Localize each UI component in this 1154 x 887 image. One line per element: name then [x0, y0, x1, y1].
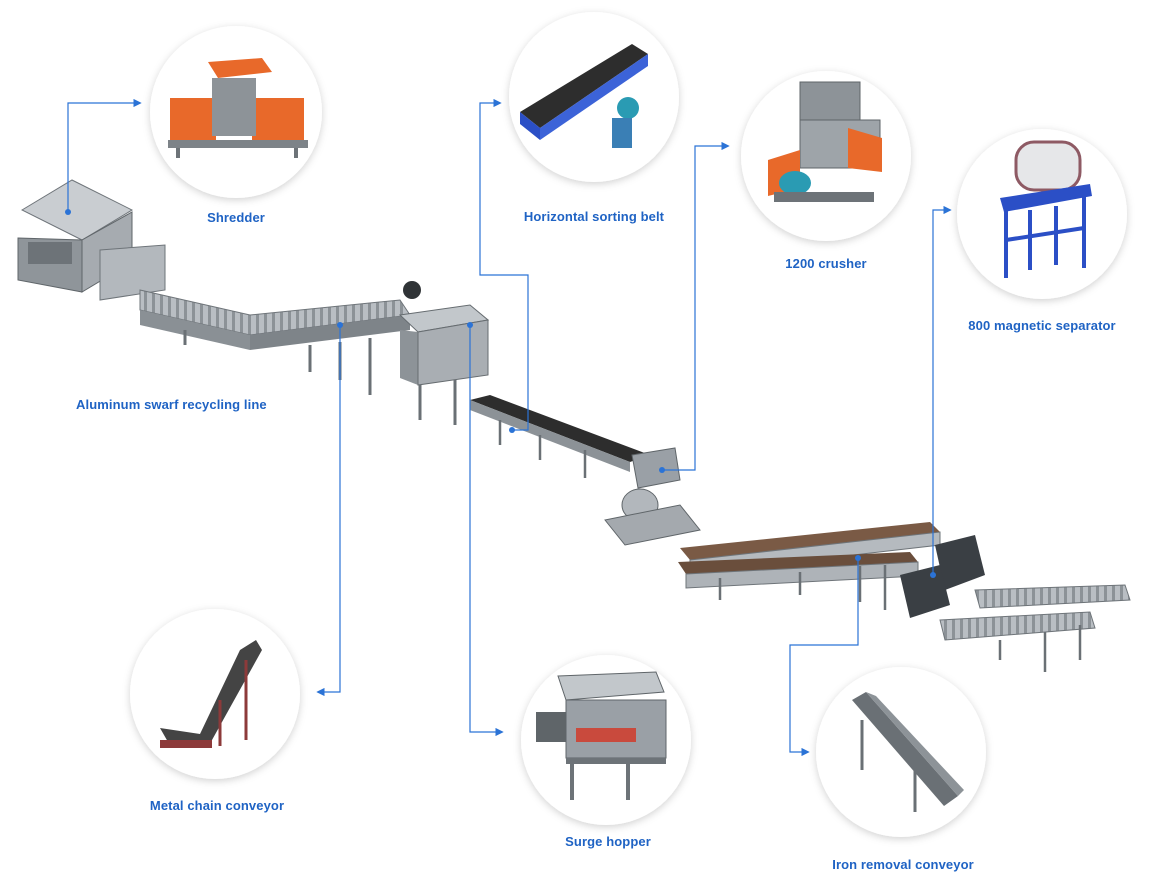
magnetic-separator-icon [957, 129, 1127, 299]
connector-surge-hopper [469, 325, 504, 737]
connector-shredder [67, 98, 142, 212]
connector-crusher [662, 141, 730, 471]
shredder-icon [150, 26, 322, 198]
label-metal-chain-conveyor: Metal chain conveyor [149, 798, 285, 813]
connector-sorting-belt [479, 98, 529, 431]
connector-magnetic-separator [932, 205, 952, 575]
line-sorting-belt [470, 395, 650, 478]
label-800-magnetic-separator: 800 magnetic separator [968, 318, 1116, 333]
connector-dots [65, 209, 936, 578]
line-magnetic-separators [900, 535, 985, 618]
line-chain-conveyor [139, 289, 411, 395]
chain-conveyor-icon [130, 609, 300, 779]
crusher-machine-icon [741, 71, 911, 241]
connector-lines [67, 98, 952, 757]
label-1200-crusher: 1200 crusher [785, 256, 867, 271]
label-shredder: Shredder [207, 210, 265, 225]
sorting-belt-icon [509, 12, 679, 182]
label-main-line: Aluminum swarf recycling line [76, 397, 267, 412]
line-twin-conveyors [678, 522, 941, 610]
line-iron-removal-conveyors [939, 584, 1131, 672]
label-iron-removal-conveyor: Iron removal conveyor [832, 857, 974, 872]
connector-iron-removal [789, 558, 859, 757]
label-horizontal-sorting-belt: Horizontal sorting belt [523, 209, 665, 224]
main-production-line [17, 179, 1131, 672]
line-shredder-unit [17, 179, 166, 301]
iron-removal-conveyor-icon [816, 667, 986, 837]
connector-chain-conveyor [316, 325, 341, 697]
surge-hopper-icon [521, 655, 691, 825]
line-crusher [604, 447, 701, 546]
label-surge-hopper: Surge hopper [565, 834, 651, 849]
